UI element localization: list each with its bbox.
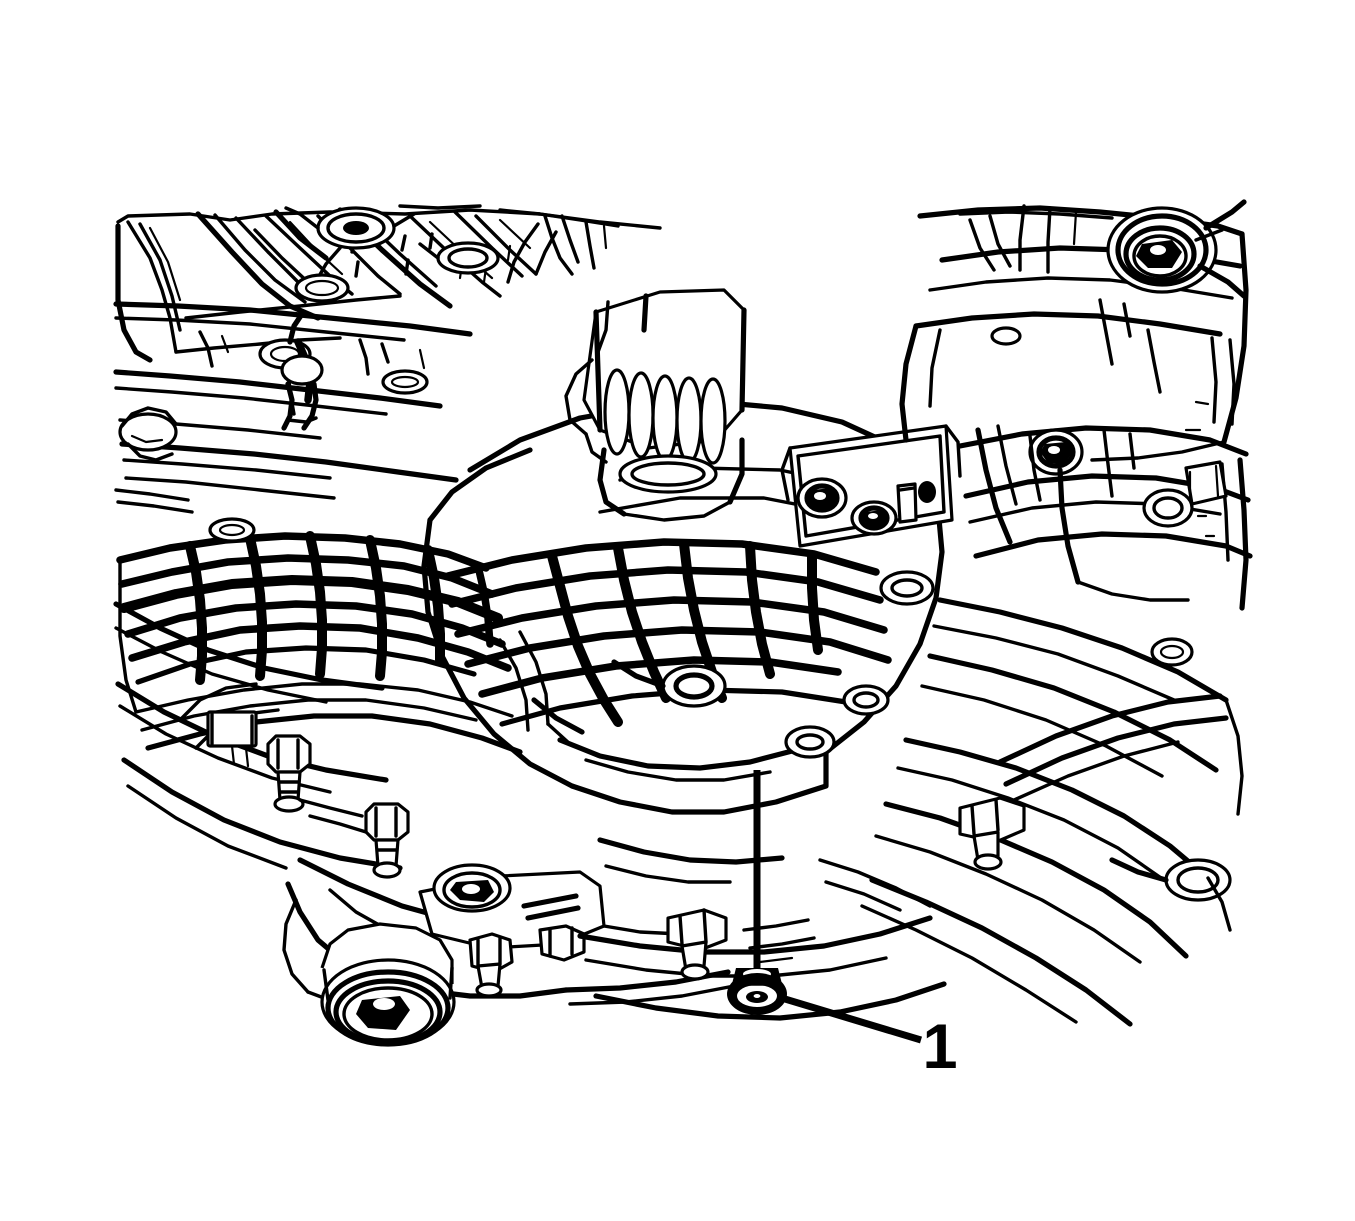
callout-1-label: 1 [922, 1012, 957, 1082]
flex-hose-bellows [564, 288, 747, 522]
left-mounting-bolts [266, 734, 410, 879]
upper-body-structure [115, 204, 662, 363]
right-upper-structure [899, 199, 1249, 462]
left-frame-rail [113, 301, 473, 514]
oil-pan [421, 399, 945, 815]
right-mid-structure [957, 424, 1253, 611]
engine-cradle-subframe [282, 857, 736, 1047]
callout-1-leader [753, 770, 923, 1044]
oil-drain-plug [727, 968, 787, 1015]
right-lower-suspension [860, 597, 1244, 1027]
exhaust-heat-shield [116, 517, 523, 755]
bracket-cover-plate [780, 424, 962, 548]
